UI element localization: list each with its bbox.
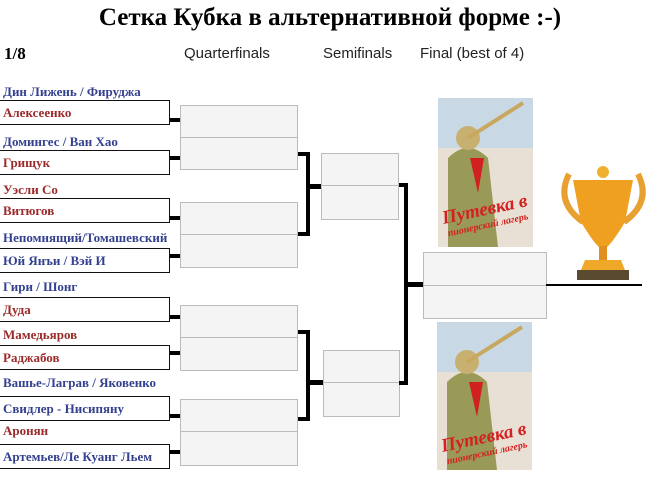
round-of-16-header: 1/8 xyxy=(4,44,26,63)
sf-slot xyxy=(323,350,400,383)
player-name: Артемьев/Ле Куанг Льем xyxy=(3,449,153,464)
bracket-line xyxy=(404,282,424,287)
bracket-line xyxy=(170,414,180,418)
player-name: Раджабов xyxy=(3,350,60,365)
bracket-line xyxy=(298,417,310,421)
bracket-line xyxy=(306,152,310,235)
match-box xyxy=(0,248,170,273)
player-name: Алексеенко xyxy=(3,105,72,120)
bracket-line xyxy=(306,380,323,385)
player-name: Непомнящий/Томашевский xyxy=(3,230,168,245)
bracket-line xyxy=(170,156,180,160)
player-name: Витюгов xyxy=(3,203,55,218)
qf-slot xyxy=(180,337,298,371)
match-box xyxy=(0,345,170,370)
qf-slot xyxy=(180,431,298,466)
bracket-line xyxy=(170,315,180,319)
sf-slot xyxy=(323,382,400,417)
bracket-line xyxy=(170,351,180,355)
bracket-line xyxy=(170,216,180,220)
qf-slot xyxy=(180,399,298,432)
sf-slot xyxy=(321,185,399,220)
qf-slot xyxy=(180,305,298,338)
bracket-line xyxy=(298,152,310,156)
poster-image xyxy=(438,98,533,247)
semifinals-header: Semifinals xyxy=(323,45,393,62)
bracket-line xyxy=(298,330,310,334)
final-slot xyxy=(423,285,547,319)
bracket-line xyxy=(399,183,407,187)
poster-image xyxy=(437,322,532,470)
sf-slot xyxy=(321,153,399,186)
player-name: Мамедьяров xyxy=(3,327,78,342)
bracket-line xyxy=(170,254,180,258)
qf-slot xyxy=(180,105,298,138)
qf-slot xyxy=(180,234,298,268)
player-name: Свидлер - Нисипяну xyxy=(3,401,124,416)
match-box xyxy=(0,100,170,125)
match-box xyxy=(0,150,170,175)
bracket-line xyxy=(298,232,310,236)
bracket-line xyxy=(399,381,407,385)
player-name: Юй Янъи / Вэй И xyxy=(3,253,106,268)
final-slot xyxy=(423,252,547,286)
player-name: Гири / Шонг xyxy=(3,279,78,294)
qf-slot xyxy=(180,202,298,235)
player-name: Грищук xyxy=(3,155,51,170)
player-name: Вашье-Лаграв / Яковенко xyxy=(3,375,157,390)
player-name: Уэсли Со xyxy=(3,182,58,197)
trophy-icon xyxy=(561,166,646,280)
player-name: Домингес / Ван Хао xyxy=(3,134,118,149)
bracket-line xyxy=(170,118,180,122)
quarterfinals-header: Quarterfinals xyxy=(184,45,270,62)
player-name: Дин Лижень / Фируджа xyxy=(3,84,141,99)
page-title: Сетка Кубка в альтернативной форме :-) xyxy=(98,4,562,31)
qf-slot xyxy=(180,137,298,170)
winner-line xyxy=(546,284,642,286)
final-header: Final (best of 4) xyxy=(420,45,525,62)
player-name: Дуда xyxy=(3,302,31,317)
bracket-line xyxy=(306,330,310,420)
match-box xyxy=(0,297,170,322)
match-box xyxy=(0,198,170,223)
bracket-line xyxy=(306,184,322,189)
bracket-line xyxy=(170,450,180,454)
match-box xyxy=(0,444,170,469)
player-name: Аронян xyxy=(3,423,49,438)
match-box xyxy=(0,396,170,421)
